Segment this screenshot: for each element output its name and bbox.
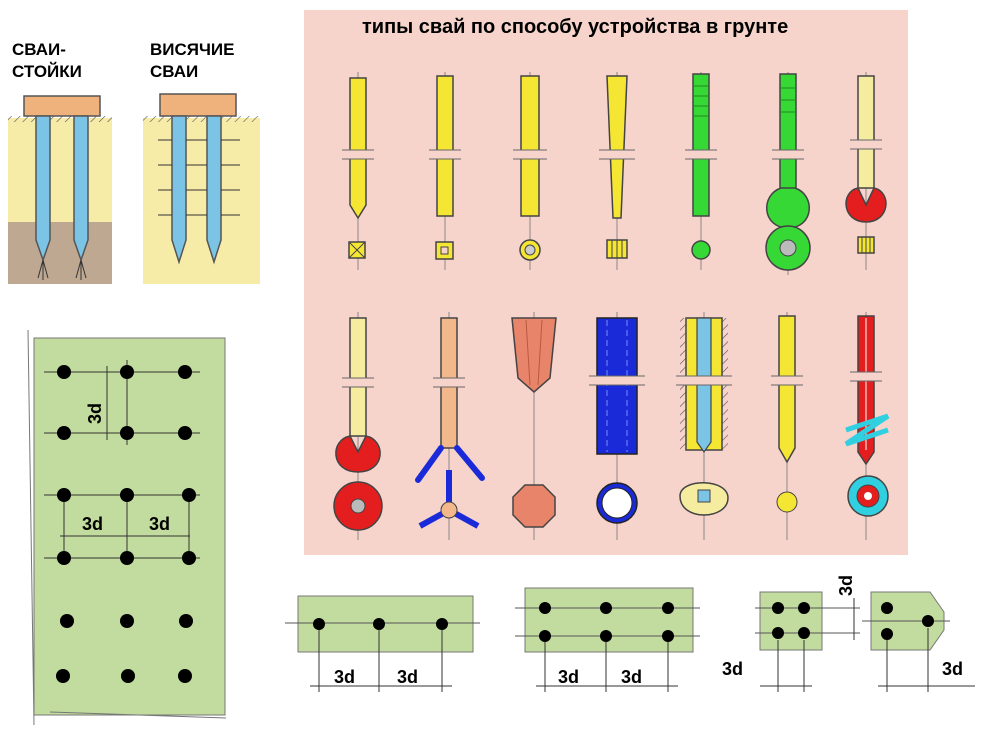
pile-type-3 — [513, 72, 547, 270]
pile-type-4 — [599, 72, 635, 270]
pile-types-panel — [304, 10, 908, 555]
page-title: типы свай по способу устройства в грунте — [362, 16, 789, 38]
end-bearing-label-line1: СВАИ- — [12, 40, 66, 59]
end-bearing-label: СВАИ- СТОЙКИ — [12, 39, 82, 83]
spacing-label-row1-b: 3d — [397, 667, 418, 687]
friction-label-line1: ВИСЯЧИЕ — [150, 40, 235, 59]
friction-label: ВИСЯЧИЕ СВАИ — [150, 39, 235, 83]
spacing-label-row1-a: 3d — [334, 667, 355, 687]
double-row-plan: 3d 3d — [515, 587, 700, 692]
pile-type-8 — [333, 312, 383, 540]
three-pile-group-plan: 3d — [862, 591, 975, 692]
four-pile-group-plan: 3d 3d — [722, 575, 860, 692]
pile-type-2 — [429, 72, 461, 270]
spacing-label-row2-b: 3d — [621, 667, 642, 687]
pile-type-12 — [676, 312, 732, 540]
pile-type-1 — [342, 72, 374, 270]
spacing-label-right: 3d — [149, 514, 170, 534]
pile-type-14 — [844, 312, 890, 540]
spacing-label-vertical: 3d — [85, 403, 105, 424]
pile-type-10 — [511, 312, 557, 540]
pile-type-9 — [415, 312, 485, 540]
spacing-label-triangle: 3d — [942, 659, 963, 679]
single-row-plan: 3d 3d — [285, 595, 480, 692]
end-bearing-label-line2: СТОЙКИ — [12, 62, 82, 81]
pile-type-13 — [771, 312, 803, 540]
spacing-label-row2-a: 3d — [558, 667, 579, 687]
spacing-label-group-vertical: 3d — [836, 575, 856, 596]
pile-type-7 — [845, 72, 887, 270]
spacing-label-group-horizontal: 3d — [722, 659, 743, 679]
friction-label-line2: СВАИ — [150, 62, 199, 81]
pile-type-5 — [685, 72, 717, 270]
spacing-label-left: 3d — [82, 514, 103, 534]
pile-type-6 — [765, 72, 811, 275]
end-bearing-piles-figure — [8, 95, 112, 284]
pile-type-11 — [589, 312, 645, 540]
friction-piles-figure — [143, 93, 260, 284]
pile-field-plan: 3d 3d 3d — [27, 329, 227, 726]
